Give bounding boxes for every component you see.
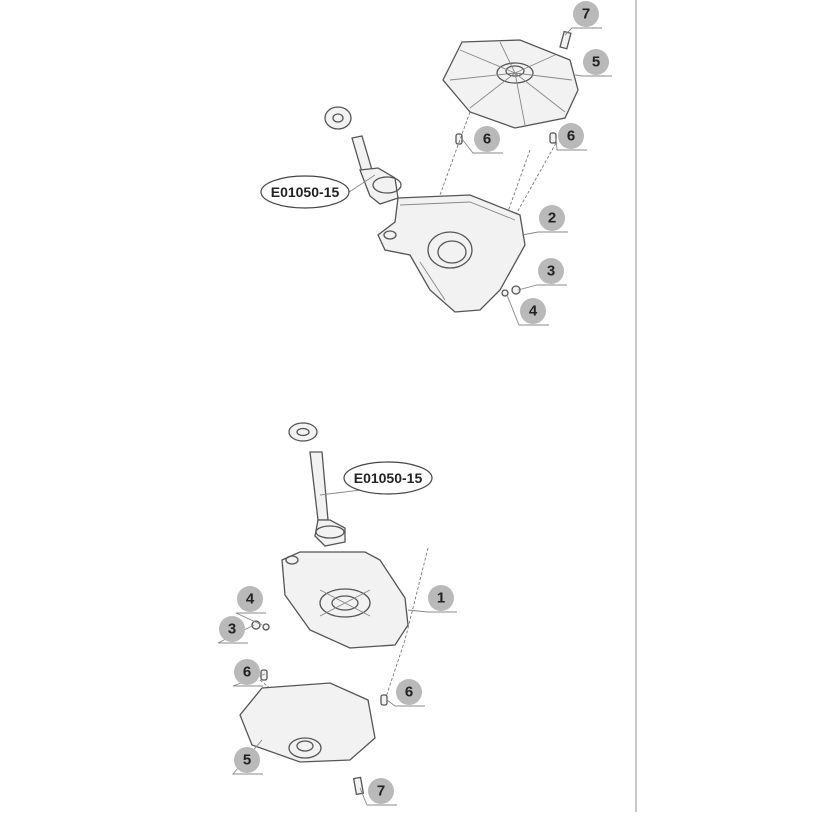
lower-callout-number: 3	[228, 621, 236, 638]
upper-part-code-ellipse	[260, 175, 350, 209]
upper-callout-number: 7	[582, 6, 590, 23]
lower-callout-circle	[428, 585, 454, 611]
lower-callout-circle	[368, 778, 394, 804]
upper-housing-part	[377, 194, 526, 313]
lower-callout-circle	[234, 747, 260, 773]
lower-callout-number: 4	[246, 591, 255, 608]
upper-callout-circle	[474, 126, 500, 152]
upper-callout-number: 5	[592, 54, 600, 71]
upper-callout-number: 4	[529, 303, 538, 320]
upper-leader-line	[574, 74, 612, 77]
upper-leader-line	[517, 284, 567, 291]
upper-nut-part	[511, 285, 521, 295]
lower-dowel-left-part	[260, 669, 268, 681]
upper-callout-circle	[583, 49, 609, 75]
lower-leader-line	[235, 612, 266, 626]
upper-callout-number: 2	[548, 210, 556, 227]
lower-shaft-part	[288, 422, 346, 547]
upper-leader-line	[506, 294, 549, 326]
lower-callout-number: 1	[437, 590, 445, 607]
lower-part-code-ellipse	[343, 461, 433, 495]
lower-dowel-right-part	[380, 694, 388, 706]
upper-callout-circle	[538, 258, 564, 284]
lower-leader-line	[359, 787, 397, 806]
lower-leader-line	[407, 609, 457, 613]
upper-part-code-text: E01050-15	[271, 184, 340, 200]
lower-leader-line	[386, 699, 425, 707]
lower-callout-number: 5	[243, 752, 251, 769]
lower-callout-circle	[237, 586, 263, 612]
upper-callout-number: 6	[483, 131, 491, 148]
lower-washer-part	[262, 623, 270, 631]
upper-callout-number: 6	[567, 128, 575, 145]
lower-assembly	[239, 422, 429, 796]
upper-leader-line	[521, 231, 568, 236]
upper-callout-circle	[539, 205, 565, 231]
upper-callout-circle	[573, 1, 599, 27]
upper-assembly	[324, 30, 579, 313]
upper-callout-number: 3	[547, 263, 555, 280]
lower-callout-circle	[234, 659, 260, 685]
upper-leader-line	[555, 137, 587, 151]
upper-leader-line	[461, 138, 503, 154]
upper-washer-part	[501, 289, 509, 297]
lower-housing-part	[281, 551, 409, 649]
lower-callout-circle	[396, 679, 422, 705]
lower-callout-number: 6	[405, 684, 413, 701]
upper-callout-circle	[520, 298, 546, 324]
upper-cover-part	[442, 39, 579, 129]
lower-part-code-text: E01050-15	[354, 470, 423, 486]
upper-callout-circle	[558, 123, 584, 149]
lower-cover-part	[239, 682, 376, 763]
lower-callout-number: 6	[243, 664, 251, 681]
upper-leader-line	[564, 27, 602, 36]
upper-shaft-part	[324, 106, 402, 205]
upper-dowel-right-part	[549, 132, 557, 144]
lower-callout-number: 7	[377, 783, 385, 800]
lower-callout-circle	[219, 616, 245, 642]
